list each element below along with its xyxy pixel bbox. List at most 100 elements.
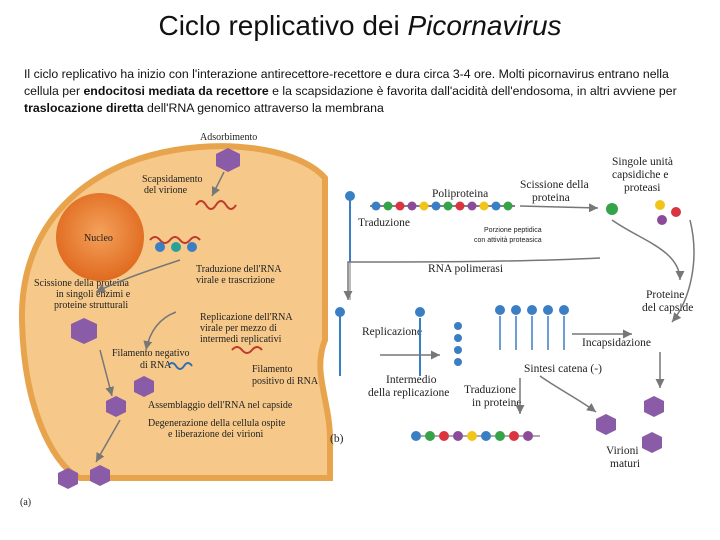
- plus-marker-icon: [527, 305, 537, 315]
- arrow-icon: [539, 375, 597, 413]
- protein-bead-icon: [467, 201, 477, 211]
- title-text: Ciclo replicativo dei: [158, 10, 408, 41]
- protein-unit-icon: [655, 200, 665, 210]
- virion-icon: [90, 465, 110, 486]
- virion-icon: [596, 414, 616, 435]
- label-repl-3: intermedi replicativi: [200, 334, 282, 345]
- label-fpos-2: positivo di RNA: [252, 376, 319, 387]
- label-proteine-2: del capside: [642, 302, 693, 314]
- arrow-icon: [343, 257, 601, 300]
- label-trad2-1: Traduzione: [464, 384, 516, 396]
- arrow-icon: [143, 311, 177, 351]
- intro-bold-1: endocitosi mediata da recettore: [83, 84, 269, 98]
- label-virioni-1: Virioni: [606, 445, 639, 457]
- nucleus: [56, 193, 144, 281]
- arrow-icon: [95, 419, 121, 463]
- label-porzione-1: Porzione peptidica: [484, 227, 542, 234]
- label-sciss-1: Scissione della proteina: [34, 278, 130, 289]
- protein-bead-icon: [443, 201, 453, 211]
- arrow-icon: [519, 203, 599, 213]
- plus-marker-icon: [454, 346, 462, 354]
- label-sciss-2: proteina: [532, 192, 570, 204]
- label-singole-2: capsidiche e: [612, 169, 669, 181]
- protein-bead-icon: [509, 431, 519, 441]
- plus-marker-icon: [415, 307, 425, 317]
- arrow-icon: [95, 259, 181, 293]
- protein-bead-icon: [407, 201, 417, 211]
- protein-bead-icon: [467, 431, 477, 441]
- arrow-icon: [611, 219, 685, 281]
- label-rna-pol: RNA polimerasi: [428, 263, 503, 275]
- protein-bead-icon: [425, 431, 435, 441]
- page-title: Ciclo replicativo dei Picornavirus: [0, 10, 720, 42]
- protein-unit-icon: [657, 215, 667, 225]
- rna-strand-icon: [231, 346, 263, 354]
- label-fneg-1: Filamento negativo: [112, 348, 190, 359]
- virion-icon: [216, 148, 240, 172]
- rna-strand-icon: [195, 200, 237, 210]
- virion-icon: [106, 396, 126, 417]
- label-sintesi: Sintesi catena (-): [524, 363, 602, 375]
- plus-marker-icon: [495, 305, 505, 315]
- label-virioni-2: maturi: [610, 458, 640, 470]
- protein-bead-icon: [481, 431, 491, 441]
- label-trad2-2: in proteine: [472, 397, 522, 409]
- protein-unit-icon: [606, 203, 618, 215]
- label-repl-2: virale per mezzo di: [200, 323, 277, 334]
- label-interm-1: Intermedio: [386, 374, 437, 386]
- protein-bead-icon: [523, 431, 533, 441]
- rna-strand-icon: [149, 236, 201, 244]
- protein-unit-icon: [671, 207, 681, 217]
- label-singole-3: proteasi: [624, 182, 660, 194]
- label-degen-2: e liberazione dei virioni: [168, 429, 263, 440]
- panel-b: Poliproteina Scissione della proteina Si…: [330, 156, 695, 470]
- protein-bead-icon: [419, 201, 429, 211]
- intro-part-1: Il ciclo replicativo ha inizio con l'int…: [24, 67, 669, 98]
- arrow-icon: [671, 219, 695, 323]
- label-degen-1: Degenerazione della cellula ospite: [148, 418, 286, 429]
- arrow-icon: [211, 171, 225, 197]
- plus-marker-icon: [511, 305, 521, 315]
- label-repl-1: Replicazione dell'RNA: [200, 312, 293, 323]
- plus-marker-icon: [454, 322, 462, 330]
- protein-bead-icon: [439, 431, 449, 441]
- label-fpos-1: Filamento: [252, 364, 293, 375]
- protein-bead-icon: [455, 201, 465, 211]
- intro-part-3: dell'RNA genomico attraverso la membrana: [143, 101, 384, 115]
- label-scapsid-1: Scapsidamento: [142, 174, 203, 185]
- panel-b-tag: (b): [330, 433, 344, 445]
- protein-bead-icon: [453, 431, 463, 441]
- title-italic: Picornavirus: [407, 10, 562, 41]
- virion-icon: [134, 376, 154, 397]
- label-sciss-3: proteine strutturali: [54, 300, 128, 311]
- protein-bead-icon: [479, 201, 489, 211]
- protein-bead-icon: [395, 201, 405, 211]
- arrow-icon: [99, 349, 115, 397]
- label-poliproteina: Poliproteina: [432, 188, 488, 200]
- protein-bead-icon: [371, 201, 381, 211]
- protein-bead-icon: [503, 201, 513, 211]
- plus-marker-icon: [345, 191, 355, 201]
- label-sciss-1: Scissione della: [520, 179, 589, 191]
- label-porzione-2: con attività proteasica: [474, 237, 542, 244]
- plus-marker-icon: [543, 305, 553, 315]
- label-fneg-2: di RNA: [140, 360, 172, 371]
- panel-a: Nucleo Adsorbimento Scapsidamento del vi…: [18, 132, 333, 508]
- label-trad-1: Traduzione dell'RNA: [196, 264, 282, 275]
- label-sciss-2: in singoli enzimi e: [56, 289, 131, 300]
- plus-marker-icon: [454, 334, 462, 342]
- label-traduzione: Traduzione: [358, 217, 410, 229]
- panel-a-tag: (a): [20, 497, 31, 508]
- label-replicazione: Replicazione: [362, 326, 422, 338]
- label-singole-1: Singole unità: [612, 156, 673, 168]
- label-assemb: Assemblaggio dell'RNA nel capside: [148, 400, 293, 411]
- label-interm-2: della replicazione: [368, 387, 449, 399]
- virion-icon: [644, 396, 664, 417]
- label-adsorbimento: Adsorbimento: [200, 132, 257, 143]
- protein-bead-icon: [431, 201, 441, 211]
- protein-bead-icon: [411, 431, 421, 441]
- label-nucleo: Nucleo: [84, 233, 113, 244]
- label-proteine-1: Proteine: [646, 289, 684, 301]
- protein-bead-icon: [491, 201, 501, 211]
